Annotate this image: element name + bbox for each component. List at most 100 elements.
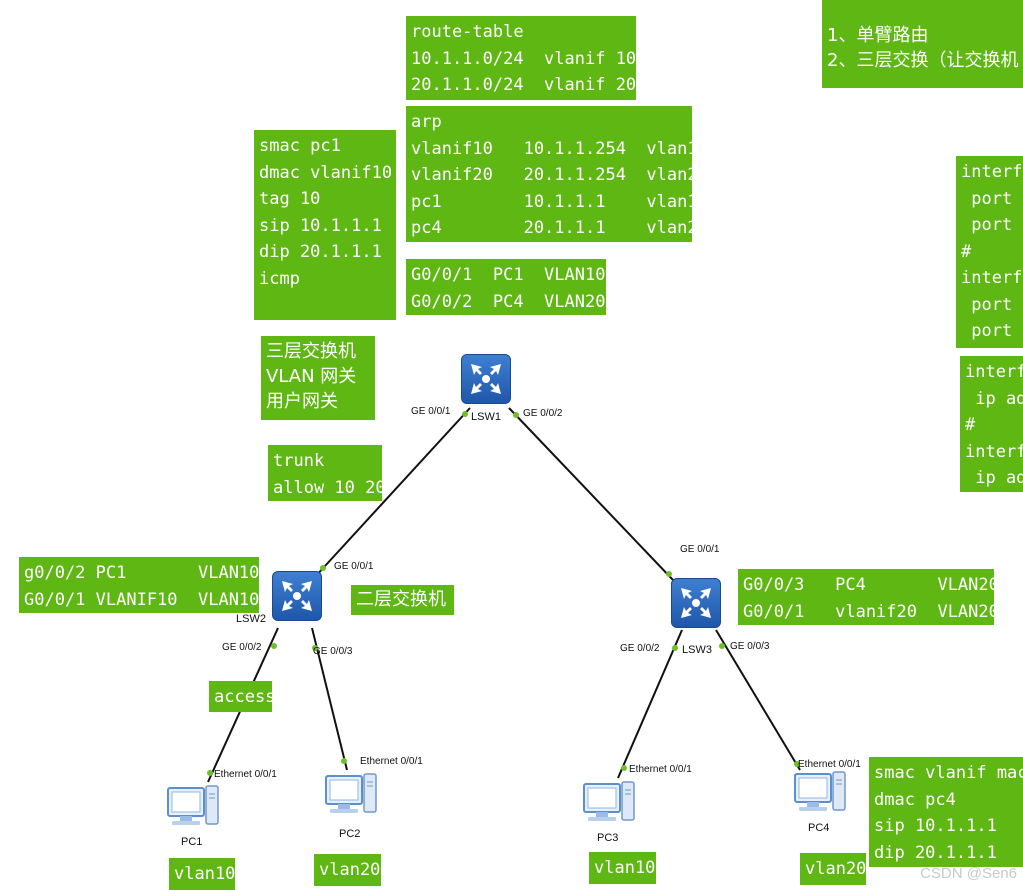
switch-arrows-icon (282, 581, 312, 611)
port-dot (207, 770, 213, 776)
note-line: sip 10.1.1.1 (874, 816, 997, 836)
vlan-pc1-label: vlan10 (169, 858, 235, 890)
note-line: vlanif10 10.1.1.254 vlan10 (411, 138, 692, 159)
lsw3-label: LSW3 (682, 644, 712, 656)
note-line (827, 0, 1023, 22)
pc-icon (325, 773, 377, 813)
pc3-port-eth: Ethernet 0/0/1 (629, 764, 692, 775)
right-interface-config-2: interf ip ad#interf ip ad (960, 356, 1023, 492)
note-line: dip 20.1.1.1 (259, 242, 382, 262)
port-dot (672, 645, 678, 651)
note-line: G0/0/1 VLANIF10 VLAN10 (24, 589, 259, 610)
note-line: icmp (259, 268, 300, 289)
note-line: tag 10 (259, 189, 321, 209)
lsw2-port-ge002: GE 0/0/2 (222, 642, 262, 653)
note-line: G0/0/1 vlanif20 VLAN20 (743, 601, 994, 622)
port-dot (621, 765, 627, 771)
lsw1-label: LSW1 (471, 411, 501, 423)
pc2-label: PC2 (339, 828, 361, 840)
lsw3-switch-icon[interactable] (671, 578, 721, 628)
pc1-label: PC1 (181, 836, 203, 848)
note-line: vlan10 (174, 864, 235, 884)
note-line: dmac vlanif10 (259, 162, 393, 183)
pc4-computer-icon[interactable] (793, 770, 846, 820)
port-dot (312, 645, 318, 651)
link-lsw1-lsw2 (313, 407, 471, 579)
port-dot (320, 565, 326, 571)
note-line: allow 10 20 (273, 477, 382, 498)
note-line: port t (971, 321, 1023, 341)
note-line: interf (965, 441, 1023, 462)
note-line: port t (971, 215, 1023, 235)
note-line: pc4 20.1.1.1 vlan20 (411, 218, 692, 238)
note-line: port l (971, 188, 1023, 209)
lsw3-port-ge003: GE 0/0/3 (730, 641, 770, 652)
lsw2-switch-icon[interactable] (272, 571, 322, 621)
trunk-note: trunk allow 10 20 (268, 445, 382, 501)
note-line: pc1 10.1.1.1 vlan10 (411, 191, 692, 212)
vlan-pc2-label: vlan20 (314, 854, 381, 886)
note-line: dip 20.1.1.1 (874, 842, 997, 863)
note-line: 三层交换机 (266, 341, 356, 362)
note-line: 二层交换机 (356, 589, 446, 610)
link-lsw3-pc3 (617, 629, 683, 779)
pc1-port-eth: Ethernet 0/0/1 (214, 769, 277, 780)
note-line: route-table (411, 22, 524, 42)
lsw2-port-ge001: GE 0/0/1 (334, 561, 374, 572)
port-dot (666, 571, 672, 577)
pc-icon (167, 785, 219, 825)
link-lsw3-pc4 (715, 629, 801, 771)
lsw1-switch-icon[interactable] (461, 354, 511, 404)
vlan-pc4-label: vlan20 (800, 853, 866, 885)
note-line: interfa (961, 162, 1023, 182)
watermark: CSDN @Sen6 (920, 865, 1017, 882)
note-line: ip ad (965, 468, 1023, 488)
pc4-label: PC4 (808, 822, 830, 834)
note-line: vlan20 (805, 859, 866, 879)
note-line: vlanif20 20.1.1.254 vlan20 (411, 165, 692, 185)
pc-icon (583, 781, 635, 821)
pc3-computer-icon[interactable] (582, 780, 635, 830)
l2-switch-label: 二层交换机 (351, 585, 454, 615)
note-line: # (961, 241, 972, 262)
note-line: dmac pc4 (874, 789, 956, 810)
note-line: vlan20 (319, 860, 381, 880)
lsw3-port-ge001: GE 0/0/1 (680, 544, 720, 555)
lsw1-port-ge001: GE 0/0/1 (411, 406, 451, 417)
note-line: G0/0/2 PC4 VLAN20 (411, 291, 606, 312)
note-line: trunk (273, 451, 325, 471)
note-line: access (214, 687, 272, 707)
note-line: VLAN 网关 (266, 366, 357, 387)
note-line: vlan10 (594, 858, 656, 878)
note-line: G0/0/3 PC4 VLAN20 (743, 575, 994, 595)
pc3-label: PC3 (597, 832, 619, 844)
port-dot (513, 412, 519, 418)
pc4-port-eth: Ethernet 0/0/1 (798, 759, 861, 770)
note-line: g0/0/2 PC1 VLAN10 (24, 563, 259, 583)
lsw3-port-ge002: GE 0/0/2 (620, 643, 660, 654)
pc1-computer-icon[interactable] (166, 784, 219, 834)
note-line: # (965, 415, 976, 435)
lsw2-port-ge003: GE 0/0/3 (313, 646, 353, 657)
note-line: 20.1.1.0/24 vlanif 20 (411, 75, 636, 95)
note-line: ip ad (965, 388, 1023, 409)
switch-arrows-icon (471, 364, 501, 394)
lsw2-label: LSW2 (236, 613, 266, 625)
note-line: interfa (961, 268, 1023, 288)
pc2-computer-icon[interactable] (324, 772, 377, 822)
note-line: port l (971, 294, 1023, 315)
access-label: access (209, 681, 272, 712)
pc2-port-eth: Ethernet 0/0/1 (360, 756, 423, 767)
switch-arrows-icon (681, 588, 711, 618)
note-line: sip 10.1.1.1 (259, 215, 382, 236)
